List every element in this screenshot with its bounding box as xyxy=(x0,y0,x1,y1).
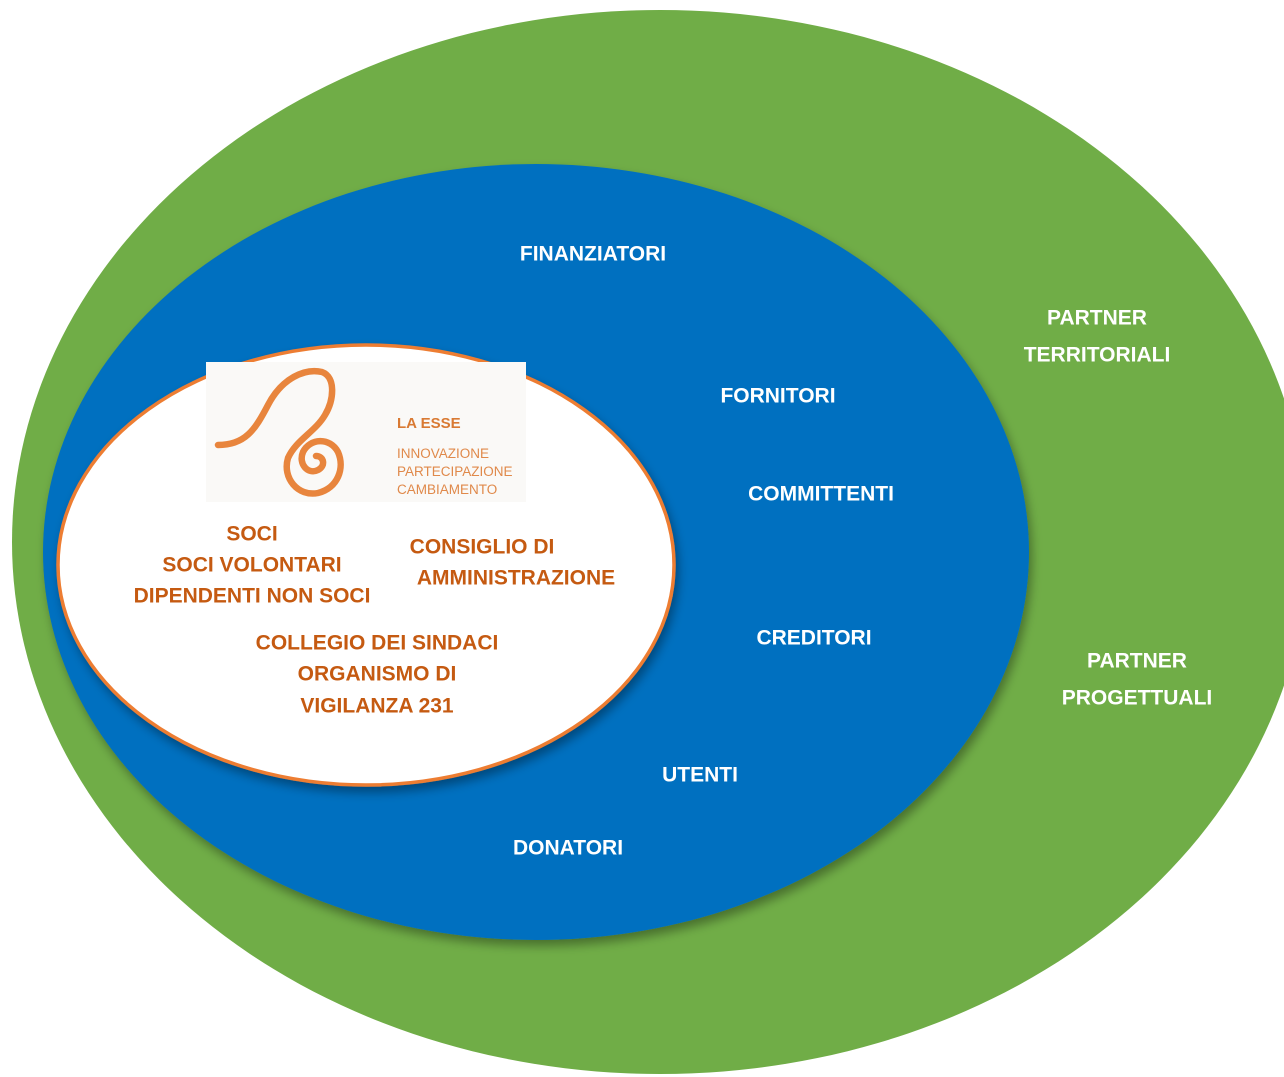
logo: LA ESSE INNOVAZIONE PARTECIPAZIONE CAMBI… xyxy=(206,362,526,502)
label-collegio-dei-sindaci: COLLEGIO DEI SINDACI xyxy=(256,632,499,655)
label-donatori: DONATORI xyxy=(513,837,623,860)
label-finanziatori: FINANZIATORI xyxy=(520,243,666,266)
label-partner-territoriali-2: TERRITORIALI xyxy=(1024,344,1171,367)
label-creditori: CREDITORI xyxy=(756,627,871,650)
label-dipendenti-non-soci: DIPENDENTI NON SOCI xyxy=(134,585,371,608)
label-utenti: UTENTI xyxy=(662,764,738,787)
label-partner-territoriali-1: PARTNER xyxy=(1047,307,1147,330)
label-vigilanza-231: VIGILANZA 231 xyxy=(300,695,454,718)
label-partner-progettuali-1: PARTNER xyxy=(1087,650,1187,673)
soci-group: SOCI SOCI VOLONTARI DIPENDENTI NON SOCI xyxy=(134,523,371,608)
logo-background xyxy=(206,362,526,502)
label-fornitori: FORNITORI xyxy=(720,385,835,408)
label-soci: SOCI xyxy=(226,523,277,546)
logo-tagline-2: PARTECIPAZIONE xyxy=(397,464,513,479)
label-committenti: COMMITTENTI xyxy=(748,483,894,506)
partner-progettuali: PARTNER PROGETTUALI xyxy=(1062,650,1213,710)
label-consiglio-di: CONSIGLIO DI xyxy=(410,536,555,559)
label-partner-progettuali-2: PROGETTUALI xyxy=(1062,687,1213,710)
board-group: CONSIGLIO DI AMMINISTRAZIONE xyxy=(410,536,616,590)
control-group: COLLEGIO DEI SINDACI ORGANISMO DI VIGILA… xyxy=(256,632,499,718)
logo-tagline-3: CAMBIAMENTO xyxy=(397,482,497,497)
partner-territoriali: PARTNER TERRITORIALI xyxy=(1024,307,1171,367)
logo-name: LA ESSE xyxy=(397,415,461,432)
label-soci-volontari: SOCI VOLONTARI xyxy=(162,554,341,577)
logo-tagline-1: INNOVAZIONE xyxy=(397,446,489,461)
label-amministrazione: AMMINISTRAZIONE xyxy=(417,567,615,590)
la-esse-logo-icon xyxy=(214,367,344,497)
label-organismo-di: ORGANISMO DI xyxy=(298,663,457,686)
